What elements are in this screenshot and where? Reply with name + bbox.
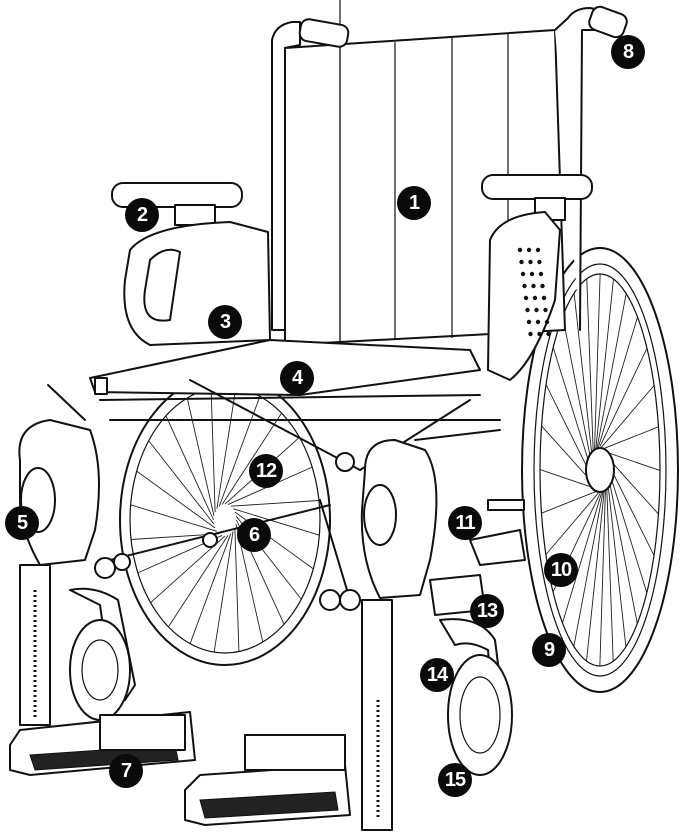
callout-marker: 8 bbox=[611, 35, 645, 69]
callout-number: 1 bbox=[408, 191, 420, 214]
callout-marker: 2 bbox=[125, 198, 159, 232]
callout-marker: 10 bbox=[544, 553, 578, 587]
left-front-assembly bbox=[9, 384, 196, 776]
frame bbox=[99, 379, 526, 611]
callout-number: 12 bbox=[255, 459, 277, 482]
callout-marker: 3 bbox=[208, 305, 242, 339]
callout-number: 7 bbox=[120, 759, 132, 782]
callout-number: 15 bbox=[444, 768, 466, 791]
callout-number: 5 bbox=[16, 511, 28, 534]
callout-marker: 14 bbox=[420, 658, 454, 692]
callout-marker: 7 bbox=[109, 754, 143, 788]
callout-number: 10 bbox=[550, 558, 572, 581]
callout-number: 3 bbox=[219, 310, 231, 333]
right-front-assembly bbox=[184, 439, 513, 831]
callout-number: 2 bbox=[136, 203, 148, 226]
right-armrest bbox=[481, 174, 593, 381]
callout-number: 9 bbox=[543, 638, 555, 661]
callout-number: 8 bbox=[622, 40, 634, 63]
callout-marker: 1 bbox=[397, 186, 431, 220]
callout-marker: 12 bbox=[249, 454, 283, 488]
callout-marker: 13 bbox=[470, 594, 504, 628]
left-rear-wheel bbox=[119, 374, 331, 666]
callout-marker: 15 bbox=[438, 763, 472, 797]
callout-number: 4 bbox=[291, 366, 303, 389]
callout-marker: 9 bbox=[532, 633, 566, 667]
callout-number: 14 bbox=[426, 663, 448, 686]
callout-marker: 5 bbox=[5, 506, 39, 540]
callout-number: 11 bbox=[455, 511, 475, 534]
callout-number: 13 bbox=[476, 599, 498, 622]
callout-marker: 6 bbox=[237, 518, 271, 552]
callout-marker: 11 bbox=[448, 506, 482, 540]
callout-marker: 4 bbox=[280, 361, 314, 395]
callout-number: 6 bbox=[248, 523, 260, 546]
